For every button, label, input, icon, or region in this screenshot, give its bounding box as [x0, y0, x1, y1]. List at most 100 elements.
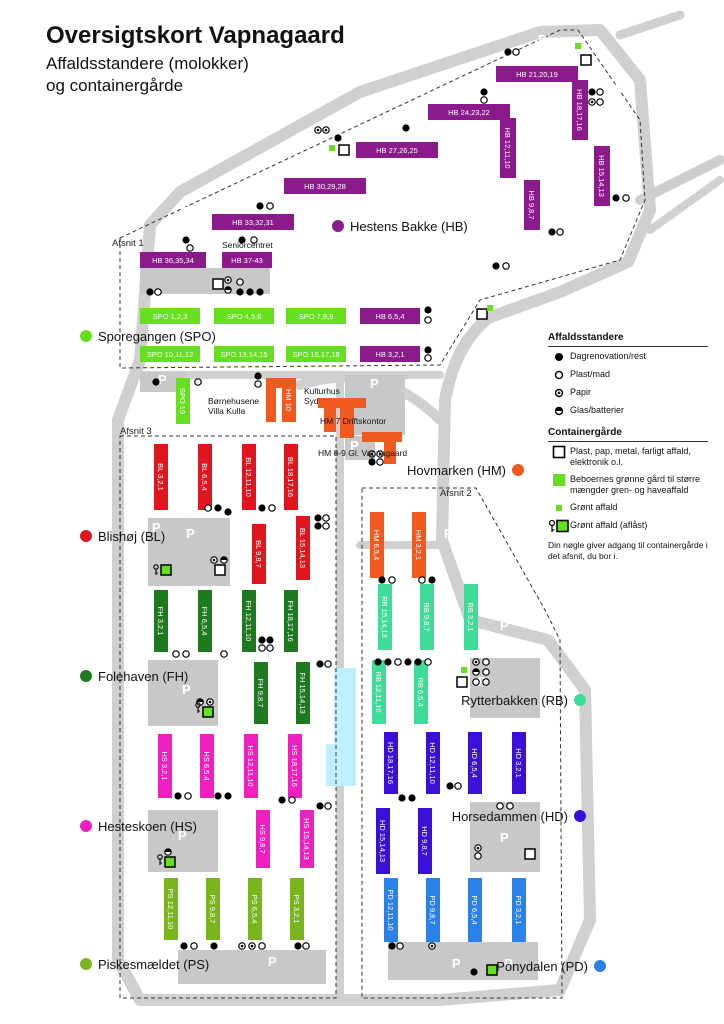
building-hb-6-5-4[interactable]: HB 6,5,4 [360, 308, 420, 324]
building-bl-3-2-1[interactable]: BL 3,2,1 [154, 444, 168, 510]
plast-waste-icon [622, 194, 630, 202]
building-label: FH 18,17,16 [286, 600, 295, 641]
building-pd-12-11-10[interactable]: PD 12,11,10 [384, 878, 398, 942]
building-bl-18-17-16[interactable]: BL 18,17,16 [284, 444, 298, 510]
rest-waste-icon [266, 636, 274, 644]
buildings[interactable]: HB 21,20,19 HB 24,23,22 HB 27,26,25 HB 30,2… [140, 66, 610, 942]
building-hs-3-2-1[interactable]: HS 3,2,1 [158, 734, 172, 798]
plast-waste-icon [418, 576, 426, 584]
building-rb-15-14-13[interactable]: RB 15,14,13 [378, 584, 392, 650]
legend-item-half-circle: Glas/batterier [548, 405, 708, 417]
building-spo-16-17-18[interactable]: SPO 16,17,18 [286, 346, 346, 362]
plast-waste-icon [596, 98, 604, 106]
building-rb-6-5-4[interactable]: RB 6,5,4 [414, 660, 428, 724]
building-rb-3-2-1[interactable]: RB 3,2,1 [464, 584, 478, 650]
legend-list-2: Plast, pap, metal, farligt affald, elekt… [548, 445, 708, 533]
green-waste-icon [461, 667, 467, 673]
rest-waste-icon [414, 658, 422, 666]
area-name: Blishøj (BL) [98, 529, 165, 544]
building-fh-9-8-7[interactable]: FH 9,8,7 [254, 662, 268, 724]
plast-waste-icon [596, 88, 604, 96]
rest-waste-icon [214, 792, 222, 800]
building-bl-6-5-4[interactable]: BL 6,5,4 [198, 444, 212, 510]
building-hs-18-17-16[interactable]: HS 18,17,16 [288, 734, 302, 798]
building-hm-10[interactable]: HM 10 [282, 378, 296, 422]
building-hb-18-17-16[interactable]: HB 18,17,16 [572, 80, 588, 140]
paper-waste-icon-dot [208, 700, 212, 704]
building-spo-19[interactable]: SPO 19 [176, 378, 190, 424]
building-ps-3-2-1[interactable]: PS 3,2,1 [290, 878, 304, 940]
building-hb-24-23-22[interactable]: HB 24,23,22 [428, 104, 510, 120]
area-dot [80, 670, 92, 682]
building-hb-3-2-1[interactable]: HB 3,2,1 [360, 346, 420, 362]
building-hd-18-17-16[interactable]: HD 18,17,16 [384, 732, 398, 794]
building-block [512, 878, 526, 942]
building-rb-12-11-10[interactable]: RB 12,11,10 [372, 660, 386, 724]
building-spo-13-14-15[interactable]: SPO 13,14,15 [214, 346, 274, 362]
building-hd-15-14-13[interactable]: HD 15,14,13 [376, 808, 390, 874]
building-pd-9-8-7[interactable]: PD 9,8,7 [426, 878, 440, 942]
building-fh-12-11-10[interactable]: FH 12,11,10 [242, 590, 256, 652]
building-hm-6-5-4[interactable]: HM 6,5,4 [370, 512, 384, 578]
building-label: PS 3,2,1 [292, 895, 301, 924]
building-label: BL 6,5,4 [200, 463, 209, 491]
building-block [242, 590, 256, 652]
building-label: HS 6,5,4 [202, 751, 211, 780]
building-spo-7-8-9[interactable]: SPO 7,8,9 [286, 308, 346, 324]
building-hs-9-8-7[interactable]: HS 9,8,7 [256, 810, 270, 868]
rest-waste-icon [398, 794, 406, 802]
rest-waste-icon [446, 782, 454, 790]
building-hb-33-32-31[interactable]: HB 33,32,31 [212, 214, 294, 230]
building-hb-37-43[interactable]: HB 37-43 [222, 252, 272, 268]
place-label-kulturhus-1: Kulturhus [304, 386, 340, 396]
building-bl-15-14-13[interactable]: BL 15,14,13 [296, 516, 310, 580]
building-bl-12-11-10[interactable]: BL 12,11,10 [242, 444, 256, 510]
building-hd-3-2-1[interactable]: HD 3,2,1 [512, 732, 526, 794]
building-label: PS 6,5,4 [250, 895, 259, 924]
building-hd-9-8-7[interactable]: HD 9,8,7 [418, 808, 432, 874]
building-hs-6-5-4[interactable]: HS 6,5,4 [200, 734, 214, 798]
plast-waste-icon [204, 504, 212, 512]
building-hb-15-14-13[interactable]: HB 15,14,13 [594, 146, 610, 206]
building-hm-3-2-1[interactable]: HM 3,2,1 [412, 512, 426, 578]
building-hb-30-29-28[interactable]: HB 30,29,28 [284, 178, 366, 194]
building-pd-3-2-1[interactable]: PD 3,2,1 [512, 878, 526, 942]
building-bl-9-8-7[interactable]: BL 9,8,7 [252, 524, 266, 584]
building-hs-12-11-10[interactable]: HS 12,11,10 [244, 734, 258, 798]
building-ps-6-5-4[interactable]: PS 6,5,4 [248, 878, 262, 940]
paper-waste-icon-dot [378, 452, 382, 456]
parking-label: P [268, 954, 277, 969]
plast-waste-icon [186, 244, 194, 252]
plast-waste-icon [154, 288, 162, 296]
parking-label: P [282, 148, 291, 163]
building-hd-6-5-4[interactable]: HD 6,5,4 [468, 732, 482, 794]
building-ps-12-11-10[interactable]: PS 12,11,10 [164, 878, 178, 940]
building-spo-4-5-6[interactable]: SPO 4,5,6 [214, 308, 274, 324]
building-hd-12-11-10[interactable]: HD 12,11,10 [426, 732, 440, 794]
building-rb-9-8-7[interactable]: RB 9,8,7 [420, 584, 434, 650]
rest-waste-icon [316, 660, 324, 668]
building-hb-12-11-10[interactable]: HB 12,11,10 [500, 118, 516, 178]
building-hb-36-35-34[interactable]: HB 36,35,34 [140, 252, 206, 268]
building-block [594, 146, 610, 206]
building-spo-10-11-12[interactable]: SPO 10,11,12 [140, 346, 200, 362]
building-fh-18-17-16[interactable]: FH 18,17,16 [284, 590, 298, 652]
building-hs-15-14-13[interactable]: HS 15,14,13 [300, 810, 314, 868]
building-fh-15-14-13[interactable]: FH 15,14,13 [296, 662, 310, 724]
building-spo-1-2-3[interactable]: SPO 1,2,3 [140, 308, 200, 324]
building-hb-21-20-19[interactable]: HB 21,20,19 [496, 66, 578, 82]
building-hb-9-8-7[interactable]: HB 9,8,7 [524, 180, 540, 230]
building-pd-6-5-4[interactable]: PD 6,5,4 [468, 878, 482, 942]
building-block [286, 346, 346, 362]
building-fh-3-2-1[interactable]: FH 3,2,1 [154, 590, 168, 652]
building-hb-27-26-25[interactable]: HB 27,26,25 [356, 142, 438, 158]
plast-waste-icon [322, 522, 330, 530]
building-block [384, 878, 398, 942]
building-fh-6-5-4[interactable]: FH 6,5,4 [198, 590, 212, 652]
building-label: BL 3,2,1 [156, 463, 165, 491]
building-ps-9-8-7[interactable]: PS 9,8,7 [206, 878, 220, 940]
